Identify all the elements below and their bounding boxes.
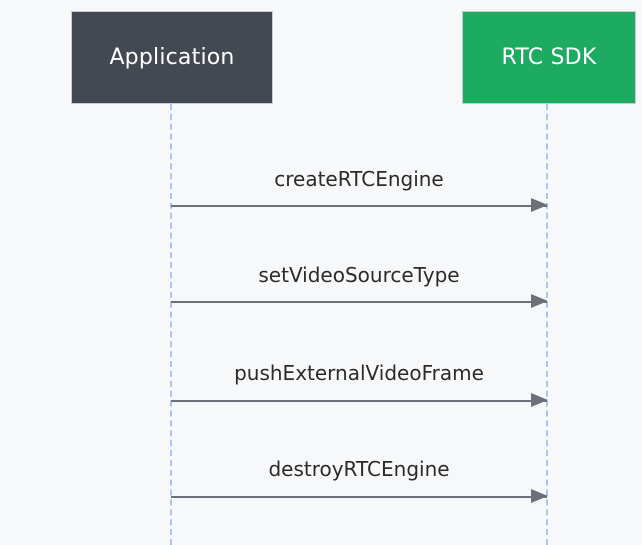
message-line [171,400,547,402]
arrowhead-icon [531,393,548,407]
lifeline-application [170,104,172,545]
arrowhead-icon [531,294,548,308]
participant-box-rtcsdk: RTC SDK [462,11,636,104]
arrowhead-icon [531,489,548,503]
lifeline-rtcsdk [546,104,548,545]
participant-label-rtcsdk: RTC SDK [501,44,597,70]
message-label: pushExternalVideoFrame [234,361,484,385]
message-line [171,205,547,207]
arrowhead-icon [531,198,548,212]
participant-box-application: Application [71,11,273,104]
message-line [171,496,547,498]
message-label: createRTCEngine [274,167,444,191]
message-line [171,301,547,303]
message-label: destroyRTCEngine [268,457,450,481]
message-label: setVideoSourceType [258,263,460,287]
participant-label-application: Application [109,44,235,70]
